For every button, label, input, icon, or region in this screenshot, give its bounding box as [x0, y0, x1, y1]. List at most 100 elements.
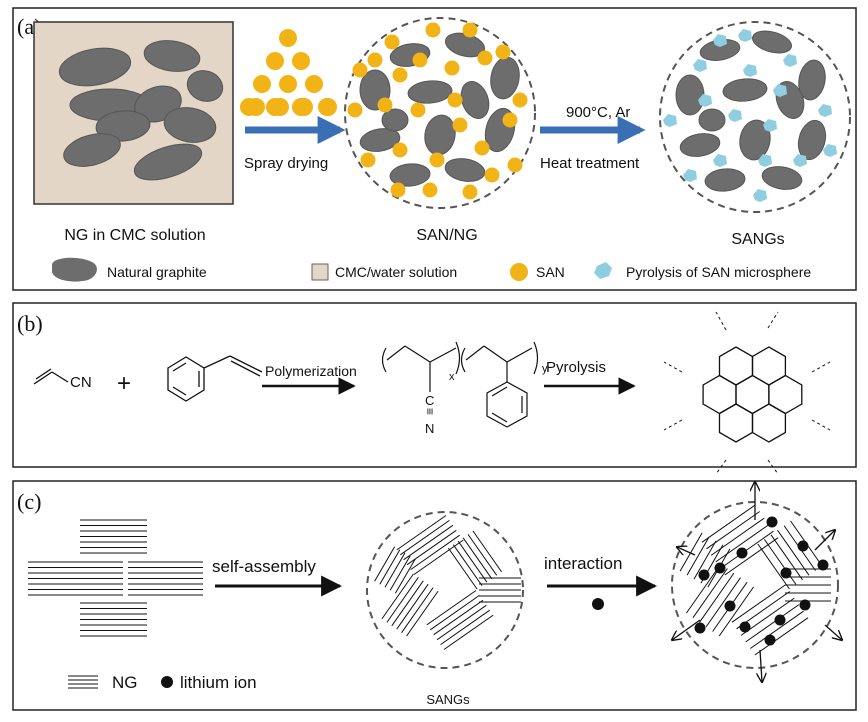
- san-sphere: [392, 142, 408, 158]
- legend-graphite-label: Natural graphite: [107, 264, 207, 280]
- ng-sheet: [720, 530, 774, 569]
- san-sphere: [484, 167, 500, 183]
- graphitic-carbon-structure: [663, 311, 831, 475]
- plus-sign: +: [117, 370, 131, 397]
- ng-sheet: [693, 540, 717, 580]
- legend-pyrolysis-label: Pyrolysis of SAN microsphere: [626, 264, 811, 280]
- triple-bond: ≡: [423, 408, 437, 415]
- lithium-ion: [714, 562, 726, 574]
- graphite-flake: [63, 133, 121, 167]
- graphite-flake: [359, 128, 401, 152]
- san-sphere: [253, 75, 271, 93]
- pyrolysis-particle: [693, 59, 707, 72]
- expansion-arrow: [760, 649, 762, 682]
- graphite-flake: [58, 47, 132, 87]
- dangling-bond: [811, 419, 831, 431]
- sangs-assembly-sphere: [366, 511, 524, 669]
- lithium-ion: [694, 622, 706, 634]
- ng-sheet: [467, 534, 498, 576]
- san-sphere: [271, 98, 289, 116]
- graphite-flake: [490, 56, 520, 100]
- san-sphere: [477, 50, 493, 66]
- ng-sheet: [679, 532, 703, 572]
- lithium-ion: [766, 516, 778, 528]
- san-sphere: [390, 182, 406, 198]
- san-sphere: [512, 92, 528, 108]
- legend-li-label: lithium ion: [180, 673, 257, 692]
- san-sphere: [452, 117, 468, 133]
- ng-sheet: [384, 552, 406, 588]
- lithium-ion: [764, 634, 776, 646]
- legend-cmc-label: CMC/water solution: [335, 264, 457, 280]
- graphite-flake: [798, 59, 826, 101]
- ng-sheet: [406, 590, 439, 637]
- graphite-flake: [761, 166, 803, 190]
- pyrolysis-particle: [743, 64, 757, 77]
- legend-san-swatch: [510, 263, 528, 281]
- ng-sheet: [745, 604, 800, 643]
- san-sphere: [444, 60, 460, 76]
- lithium-ion: [774, 614, 786, 626]
- ng-sheet: [381, 573, 414, 620]
- graphite-flake: [722, 78, 768, 102]
- ng-sheet: [750, 610, 804, 649]
- ng-sheet: [403, 524, 454, 561]
- san-sphere: [495, 44, 511, 60]
- pyrolysis-particle: [738, 29, 752, 42]
- pyrolysis-particle: [683, 169, 697, 182]
- ng-sheet: [374, 546, 396, 582]
- san-sphere: [360, 152, 376, 168]
- nitrile-nitrogen: N: [425, 421, 434, 436]
- ng-sheet: [391, 580, 424, 627]
- san-spheres-triangle: [240, 29, 337, 116]
- san-sphere: [425, 22, 441, 38]
- lithium-ion: [739, 621, 751, 633]
- graphite-flake: [389, 163, 431, 187]
- temperature-label: 900°C, Ar: [566, 104, 630, 121]
- san-sphere: [462, 184, 478, 200]
- graphite-flake: [739, 119, 771, 161]
- san-sphere: [292, 52, 310, 70]
- panel-b-border: [12, 302, 857, 468]
- san-sphere: [412, 52, 428, 68]
- ng-sheet: [701, 504, 756, 543]
- carbon-ring: [751, 346, 787, 386]
- pyrolysis-particle: [763, 119, 777, 132]
- san-sphere: [319, 98, 337, 116]
- ng-sheet: [410, 534, 460, 571]
- ng-sheet: [443, 614, 494, 650]
- san-sphere: [377, 97, 393, 113]
- legend-pyrolysis-swatch: [594, 262, 612, 279]
- lithium-ion: [799, 599, 811, 611]
- san-sphere: [410, 102, 426, 118]
- dangling-bond: [767, 311, 779, 329]
- subscript-x: x: [449, 371, 455, 383]
- ng-sheet: [426, 590, 477, 626]
- ng-sheet: [389, 555, 411, 591]
- ng-sheet: [430, 594, 480, 631]
- pyrolysis-particle: [793, 154, 807, 167]
- lithiated-sheet-domains: [679, 504, 831, 656]
- lithium-ion: [724, 600, 736, 612]
- san-sphere: [474, 140, 490, 156]
- styrene-structure: [167, 355, 263, 402]
- nitrile-carbon: C: [425, 393, 434, 408]
- ng-sheet: [440, 609, 490, 646]
- ng-sheet: [400, 519, 450, 556]
- expansion-arrow: [672, 619, 701, 640]
- sangs-composite: [663, 29, 837, 202]
- caption-ng-in-cmc: NG in CMC solution: [64, 227, 205, 244]
- legend-li-swatch: [161, 676, 173, 688]
- expansion-arrow: [824, 624, 842, 640]
- panel-a-border: [12, 7, 857, 291]
- panel-c-border: [12, 480, 857, 711]
- san-sphere: [502, 112, 518, 128]
- ng-sheet: [763, 539, 797, 585]
- natural-graphite-flakes: [58, 40, 224, 181]
- interaction-label: interaction: [544, 554, 622, 573]
- ng-sheet: [731, 584, 786, 623]
- graphite-flake: [797, 119, 827, 161]
- san-sphere: [447, 92, 463, 108]
- legend-san-label: SAN: [536, 264, 565, 280]
